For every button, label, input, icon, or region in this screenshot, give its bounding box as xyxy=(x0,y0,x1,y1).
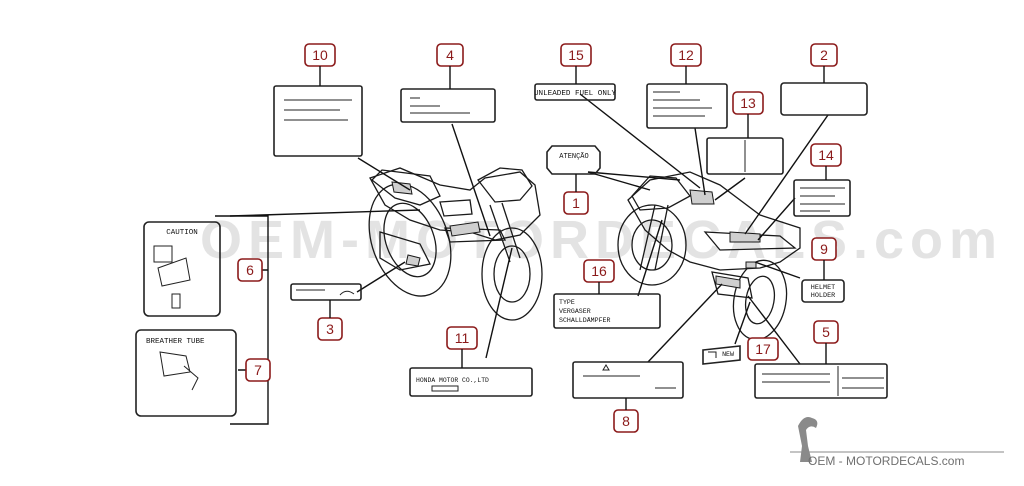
svg-text:9: 9 xyxy=(820,241,828,257)
callout-6: 6 xyxy=(237,258,263,282)
svg-text:15: 15 xyxy=(568,47,584,63)
decal-13-label xyxy=(706,137,784,175)
svg-text:HELMET: HELMET xyxy=(811,284,835,292)
decal-6-caution-label: CAUTION xyxy=(143,221,221,317)
svg-text:NEW: NEW xyxy=(722,351,734,358)
decal-8-label xyxy=(572,361,684,399)
decal-9-helmet-holder-label: HELMET HOLDER xyxy=(801,279,845,303)
leader-lines xyxy=(215,93,829,425)
svg-text:3: 3 xyxy=(326,321,334,337)
svg-text:14: 14 xyxy=(818,147,834,163)
decal-3-label xyxy=(290,283,362,301)
decal-17-new-label: NEW xyxy=(702,345,741,365)
left-motorcycle-drawing xyxy=(368,167,543,321)
callout-2: 2 xyxy=(810,43,838,83)
callout-17: 17 xyxy=(747,337,779,361)
callout-1: 1 xyxy=(563,174,589,215)
callout-14: 14 xyxy=(810,143,842,180)
svg-text:6: 6 xyxy=(246,262,254,278)
decal-15-unleaded-label: UNLEADED FUEL ONLY xyxy=(534,83,616,101)
brand-text: OEM - MOTORDECALS.com xyxy=(808,454,964,468)
svg-text:SCHALLDÄMPFER: SCHALLDÄMPFER xyxy=(559,316,610,324)
callout-4: 4 xyxy=(436,43,464,89)
callout-13: 13 xyxy=(732,91,764,138)
callout-3: 3 xyxy=(317,300,343,341)
decal-16-type-label: TYPE VERGASER SCHALLDÄMPFER xyxy=(553,293,661,329)
svg-text:4: 4 xyxy=(446,47,454,63)
svg-text:TYPE: TYPE xyxy=(559,299,575,306)
svg-text:16: 16 xyxy=(591,263,607,279)
svg-text:ATENÇÃO: ATENÇÃO xyxy=(559,152,588,161)
decal-12-label xyxy=(646,83,728,129)
svg-text:5: 5 xyxy=(822,324,830,340)
callout-15: 15 xyxy=(560,43,592,84)
decal-14-label xyxy=(793,179,851,217)
decal-7-breather-tube-label: BREATHER TUBE xyxy=(135,329,237,417)
svg-text:11: 11 xyxy=(455,330,470,346)
svg-text:12: 12 xyxy=(678,47,694,63)
svg-text:1: 1 xyxy=(572,195,580,211)
brand-logo: OEM - MOTORDECALS.com xyxy=(790,417,1004,468)
callout-16: 16 xyxy=(583,259,615,294)
decal-11-honda-label: HONDA MOTOR CO.,LTD xyxy=(409,367,533,397)
svg-text:13: 13 xyxy=(740,95,756,111)
decal-10-label xyxy=(273,85,363,157)
svg-text:10: 10 xyxy=(312,47,328,63)
decal-2-label xyxy=(780,82,868,116)
callout-7: 7 xyxy=(245,358,271,382)
right-motorcycle-drawing xyxy=(617,171,801,341)
callout-9: 9 xyxy=(811,237,837,280)
svg-text:BREATHER TUBE: BREATHER TUBE xyxy=(146,338,205,346)
svg-text:VERGASER: VERGASER xyxy=(559,308,591,315)
svg-text:HOLDER: HOLDER xyxy=(811,292,835,300)
svg-text:2: 2 xyxy=(820,47,828,63)
svg-text:17: 17 xyxy=(755,341,771,357)
decal-1-atencao-label: ATENÇÃO xyxy=(546,145,601,175)
callout-12: 12 xyxy=(670,43,702,84)
svg-text:7: 7 xyxy=(254,362,262,378)
callout-5: 5 xyxy=(813,320,839,364)
svg-text:HONDA MOTOR CO.,LTD: HONDA MOTOR CO.,LTD xyxy=(416,377,489,384)
svg-text:CAUTION: CAUTION xyxy=(166,229,198,237)
svg-text:8: 8 xyxy=(622,413,630,429)
callout-8: 8 xyxy=(613,398,639,433)
callout-11: 11 xyxy=(446,326,478,368)
decal-5-label xyxy=(754,363,888,399)
svg-text:UNLEADED FUEL ONLY: UNLEADED FUEL ONLY xyxy=(534,90,616,98)
brand-figure-icon xyxy=(798,417,818,462)
decal-4-label xyxy=(400,88,496,123)
callout-10: 10 xyxy=(304,43,336,86)
